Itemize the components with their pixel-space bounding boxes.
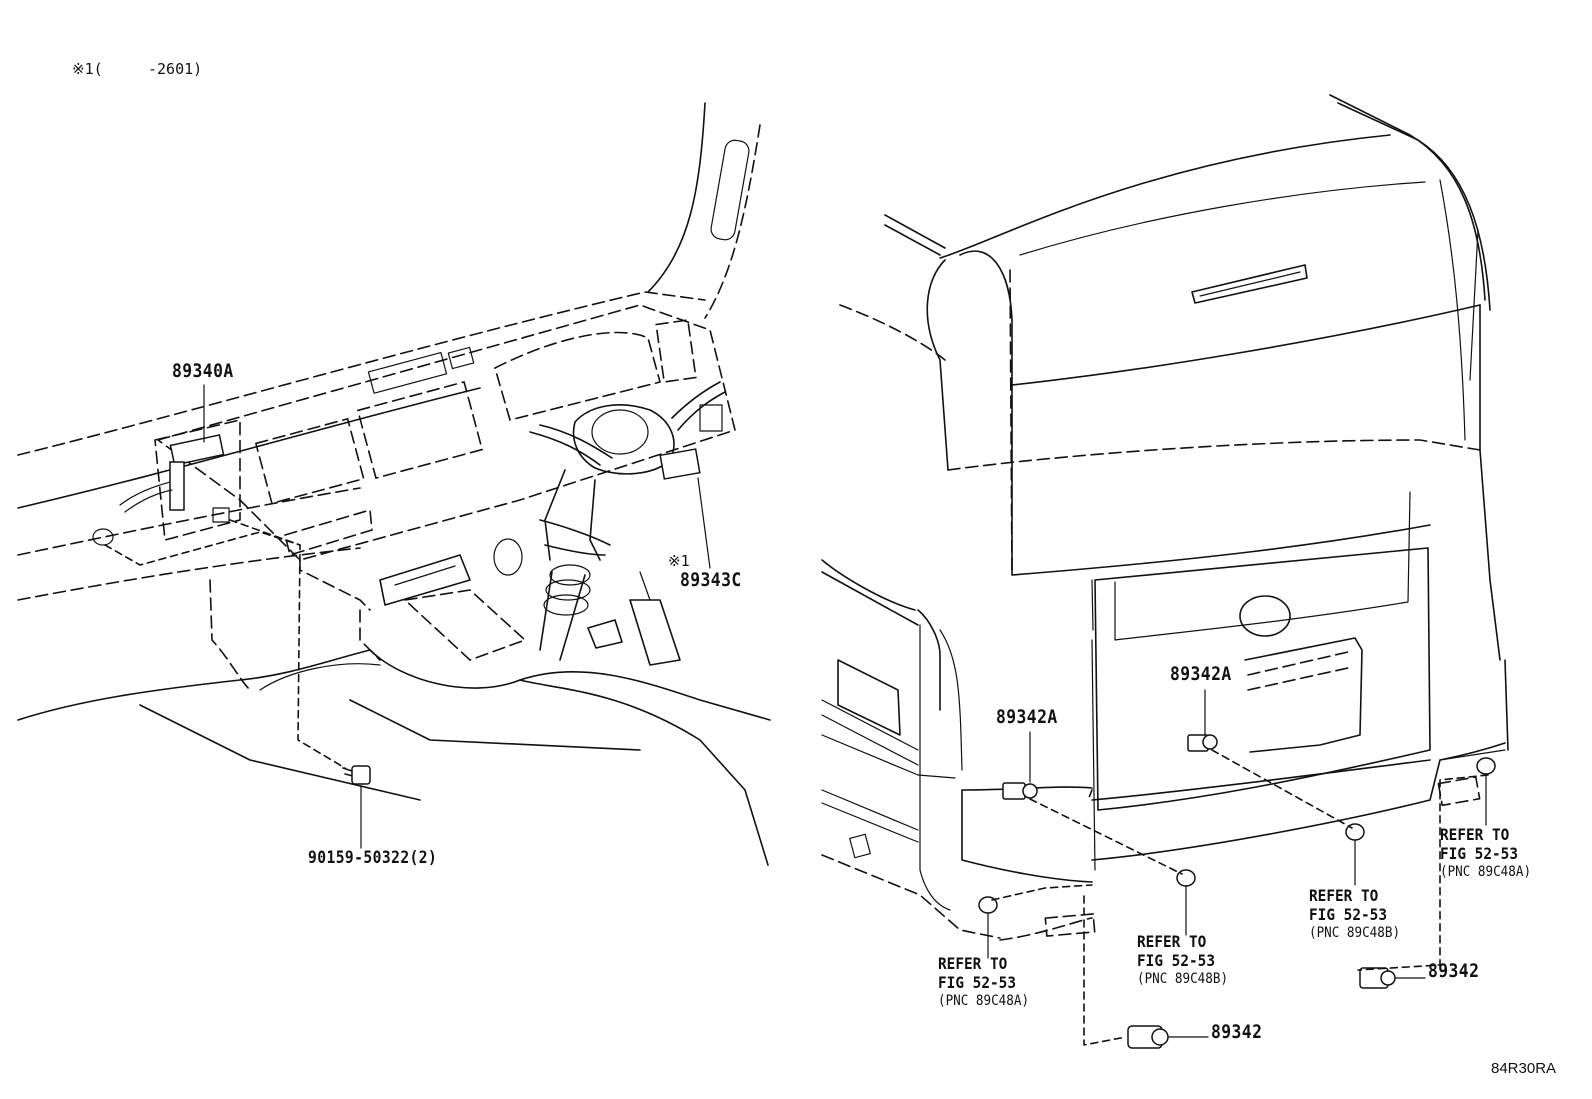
- bolt-label-90159: 90159-50322(2): [308, 848, 438, 868]
- pnc-line: (PNC 89C48A): [938, 993, 1030, 1009]
- fig-line: FIG 52-53: [1440, 844, 1519, 863]
- refer-line: REFER TO: [1309, 886, 1379, 905]
- front-leaders: [203, 384, 711, 849]
- rear-leaders: [987, 689, 1489, 1046]
- sensor-label-89342a-left: 89342A: [996, 706, 1058, 728]
- marker-1-label: ※1: [668, 552, 690, 570]
- pnc-line: (PNC 89C48B): [1309, 925, 1401, 941]
- van-rear-illustration: [821, 94, 1509, 941]
- fig-line: FIG 52-53: [938, 973, 1017, 992]
- sensor-label-89342-right: 89342: [1428, 960, 1480, 982]
- fig-line: FIG 52-53: [1309, 905, 1388, 924]
- refer-note-center: REFER TO FIG 52-53 (PNC 89C48B): [1137, 932, 1228, 989]
- header-note-range: -2601): [148, 60, 203, 78]
- figure-code: 84R30RA: [1491, 1060, 1557, 1077]
- refer-note-far-right: REFER TO FIG 52-53 (PNC 89C48A): [1440, 825, 1531, 882]
- part-label-89340a: 89340A: [172, 360, 234, 382]
- refer-line: REFER TO: [1137, 932, 1207, 951]
- rear-sensors: [978, 734, 1496, 1049]
- dashboard-illustration: [17, 102, 771, 866]
- refer-note-right: REFER TO FIG 52-53 (PNC 89C48B): [1309, 886, 1400, 943]
- pnc-line: (PNC 89C48A): [1440, 864, 1532, 880]
- sensor-label-89342a-center: 89342A: [1170, 663, 1232, 685]
- sensor-label-89342-bottom: 89342: [1211, 1021, 1263, 1043]
- refer-note-left: REFER TO FIG 52-53 (PNC 89C48A): [938, 954, 1029, 1011]
- pnc-line: (PNC 89C48B): [1137, 971, 1229, 987]
- bolt-90159: [342, 765, 371, 785]
- part-label-89343c: 89343C: [680, 569, 742, 591]
- refer-line: REFER TO: [938, 954, 1008, 973]
- fig-line: FIG 52-53: [1137, 951, 1216, 970]
- refer-line: REFER TO: [1440, 825, 1510, 844]
- header-note-marker: ※1(: [72, 60, 103, 78]
